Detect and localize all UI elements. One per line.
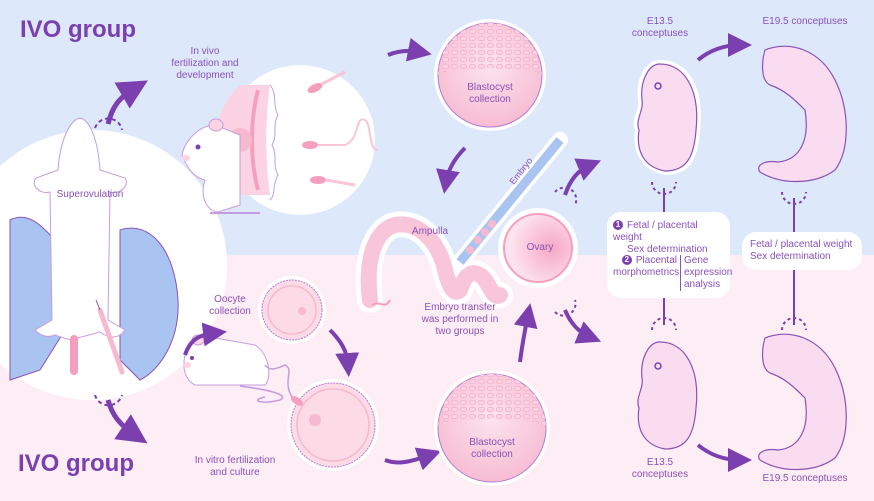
e19-analysis-box: Fetal / placental weight Sex determinati… [742, 232, 862, 270]
oocyte-line-2: collection [209, 306, 251, 317]
number-badge-2: 2 [621, 255, 632, 266]
in-vivo-line-3: development [176, 70, 234, 81]
blastocyst-top-illustration [434, 19, 546, 131]
arrow-e13-to-e19-top [696, 33, 752, 62]
blastocyst-top-label: Blastocyst collection [450, 82, 530, 106]
transfer-line-2: was performed in [421, 314, 499, 325]
gene-line-1: Gene [684, 255, 709, 266]
e13-bottom-embryo [637, 341, 698, 450]
blastocyst-bottom-line-1: Blastocyst [469, 437, 515, 448]
e19-analysis-line-2: Sex determination [750, 251, 831, 262]
number-badge-1: 1 [613, 220, 623, 231]
arrow-to-oocyte [183, 322, 227, 356]
in-vitro-line-1: In vitro fertilization [194, 455, 276, 466]
blastocyst-top-line-1: Blastocyst [467, 82, 513, 93]
arrow-blastocyst-to-transfer [436, 146, 467, 194]
e19-bottom-label: E19.5 conceptuses [762, 473, 848, 484]
blastocyst-bottom-label: Blastocyst collection [452, 437, 532, 461]
arrow-ivf-to-blastocyst [384, 447, 442, 471]
arrow-to-in-vitro [94, 394, 148, 444]
analysis-item-1-line-2: Sex determination [627, 244, 708, 255]
ampulla-label: Ampulla [411, 226, 449, 237]
transfer-line-1: Embryo transfer [424, 302, 496, 313]
morphometrics-line-1: Placental [635, 255, 677, 266]
e13-bottom-line-1: E13.5 [646, 457, 674, 468]
arrow-to-in-vivo [94, 80, 148, 131]
in-vitro-line-2: and culture [210, 467, 260, 478]
e13-top-embryo [633, 60, 701, 175]
gene-line-2: expression [684, 267, 733, 278]
top-group-title: IVO group [20, 16, 136, 43]
in-vivo-illustration [181, 65, 379, 215]
e13-top-line-2: conceptuses [631, 28, 689, 39]
e19-bottom-embryo [758, 333, 847, 471]
blastocyst-top-line-2: collection [469, 94, 511, 105]
transfer-line-3: two groups [435, 326, 485, 337]
analysis-item-1-line-1: Fetal / placental weight [613, 220, 698, 243]
e19-top-embryo [758, 45, 847, 183]
in-vitro-label: In vitro fertilization and culture [170, 455, 300, 479]
arrow-e13-to-e19-bottom [696, 443, 752, 472]
e13-bottom-line-2: conceptuses [631, 469, 689, 480]
gene-expression-analysis: Gene expression analysis [681, 255, 732, 291]
morphometrics-line-2: morphometrics [613, 267, 680, 278]
arrow-to-blastocyst-top [387, 37, 432, 62]
oviduct-ovary-illustration [355, 132, 578, 313]
in-vivo-line-2: fertilization and [171, 58, 239, 69]
arrow-transfer-to-top-e13 [554, 158, 602, 206]
e13-top-label: E13.5 conceptuses [620, 16, 700, 40]
in-vivo-line-1: In vivo [190, 46, 220, 57]
superovulation-illustration [0, 117, 227, 400]
e13-bottom-label: E13.5 conceptuses [620, 457, 700, 481]
in-vivo-label: In vivo fertilization and development [150, 46, 260, 82]
mouse-tail-icon [70, 335, 78, 375]
in-vitro-illustration [183, 276, 379, 471]
superovulation-label: Superovulation [56, 189, 124, 200]
arrow-blastocyst-bottom-to-transfer [513, 303, 538, 363]
syringe-icon [97, 307, 125, 375]
connector-lines [651, 181, 807, 331]
arrow-transfer-to-bottom-e13 [554, 299, 602, 344]
e19-analysis-line-1: Fetal / placental weight [750, 239, 853, 250]
oocyte-line-1: Oocyte [214, 294, 246, 305]
bottom-group-title: IVO group [18, 450, 134, 477]
embryo-transfer-label: Embryo transfer was performed in two gro… [405, 302, 515, 338]
arrow-oocyte-to-ivf [328, 328, 360, 377]
blastocyst-bottom-line-2: collection [471, 449, 513, 460]
ovary-label: Ovary [526, 242, 554, 253]
oocyte-collection-label: Oocyte collection [190, 294, 270, 318]
e13-top-line-1: E13.5 [646, 16, 674, 27]
blastocyst-bottom-illustration [434, 370, 550, 486]
e19-top-label: E19.5 conceptuses [762, 16, 848, 27]
gene-line-3: analysis [684, 279, 721, 290]
